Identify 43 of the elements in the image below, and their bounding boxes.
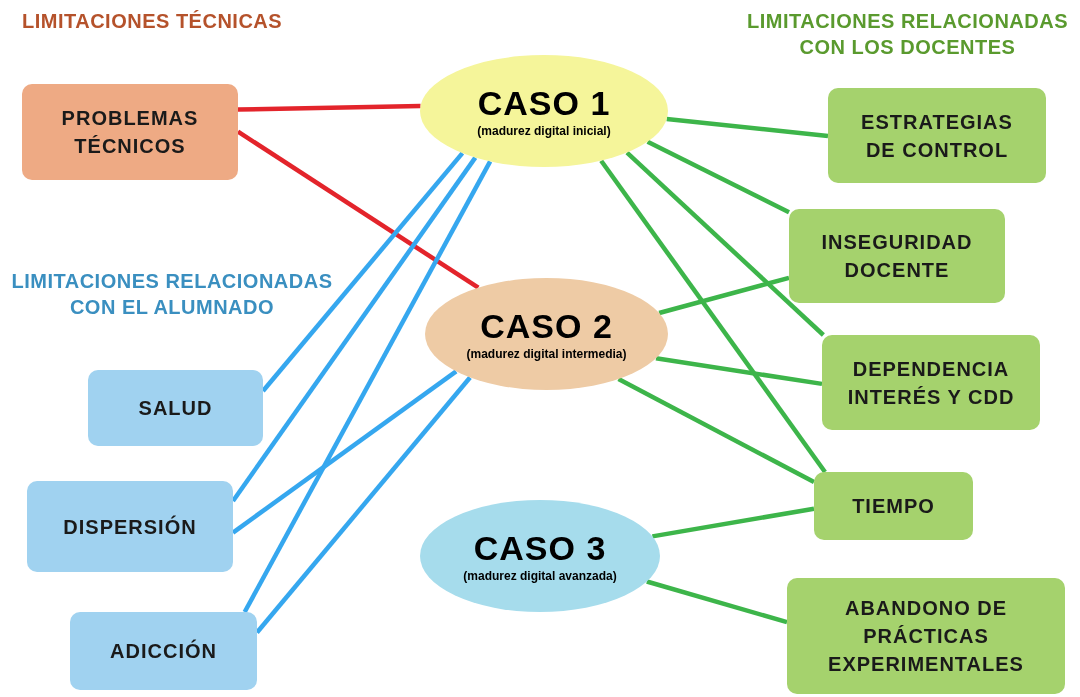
- connector-line: [666, 116, 829, 139]
- case-title: CASO 2: [480, 306, 613, 346]
- box-label: DISPERSIÓN: [63, 514, 197, 540]
- category-box: [70, 612, 257, 690]
- box-label: ABANDONO DE PRÁCTICAS EXPERIMENTALES: [827, 596, 1025, 677]
- category-box: [88, 370, 263, 446]
- category-box: [822, 335, 1040, 430]
- section-heading: LIMITACIONES TÉCNICAS: [22, 9, 284, 34]
- box-label: ADICCIÓN: [110, 638, 217, 664]
- category-box: [789, 209, 1005, 303]
- connector-line: [236, 129, 480, 290]
- box-label: INSEGURIDAD DOCENTE: [820, 230, 974, 283]
- category-box: [22, 84, 238, 180]
- connector-line: [646, 579, 788, 625]
- connector-line: [231, 156, 478, 503]
- section-heading: LIMITACIONES RELACIONADAS CON LOS DOCENTES: [746, 9, 1069, 60]
- category-box: [27, 481, 233, 572]
- connector-line: [261, 151, 465, 393]
- connector-line: [655, 356, 823, 387]
- connector-line: [617, 377, 816, 484]
- case-subtitle: (madurez digital intermedia): [466, 346, 627, 362]
- category-box: [828, 88, 1046, 183]
- connector-line: [231, 369, 458, 535]
- connector-line: [242, 160, 493, 614]
- section-heading: LIMITACIONES RELACIONADAS CON EL ALUMNADO: [10, 269, 334, 320]
- connector-line: [652, 506, 815, 539]
- box-label: PROBLEMAS TÉCNICOS: [60, 106, 200, 159]
- box-label: DEPENDENCIA INTERÉS Y CDD: [846, 356, 1016, 410]
- connector-line: [625, 150, 825, 337]
- box-label: SALUD: [138, 396, 213, 421]
- case-title: CASO 1: [477, 83, 611, 123]
- case-subtitle: (madurez digital avanzada): [463, 568, 617, 584]
- connector-line: [599, 159, 827, 474]
- box-label: ESTRATEGIAS DE CONTROL: [860, 109, 1014, 163]
- connector-line: [646, 139, 790, 215]
- box-label: TIEMPO: [852, 494, 935, 519]
- connector-line: [237, 103, 421, 112]
- category-box: [814, 472, 973, 540]
- case-title: CASO 3: [473, 528, 607, 568]
- connector-line: [255, 376, 472, 634]
- case-subtitle: (madurez digital inicial): [477, 123, 611, 139]
- connector-line: [658, 275, 790, 316]
- category-box: [787, 578, 1065, 694]
